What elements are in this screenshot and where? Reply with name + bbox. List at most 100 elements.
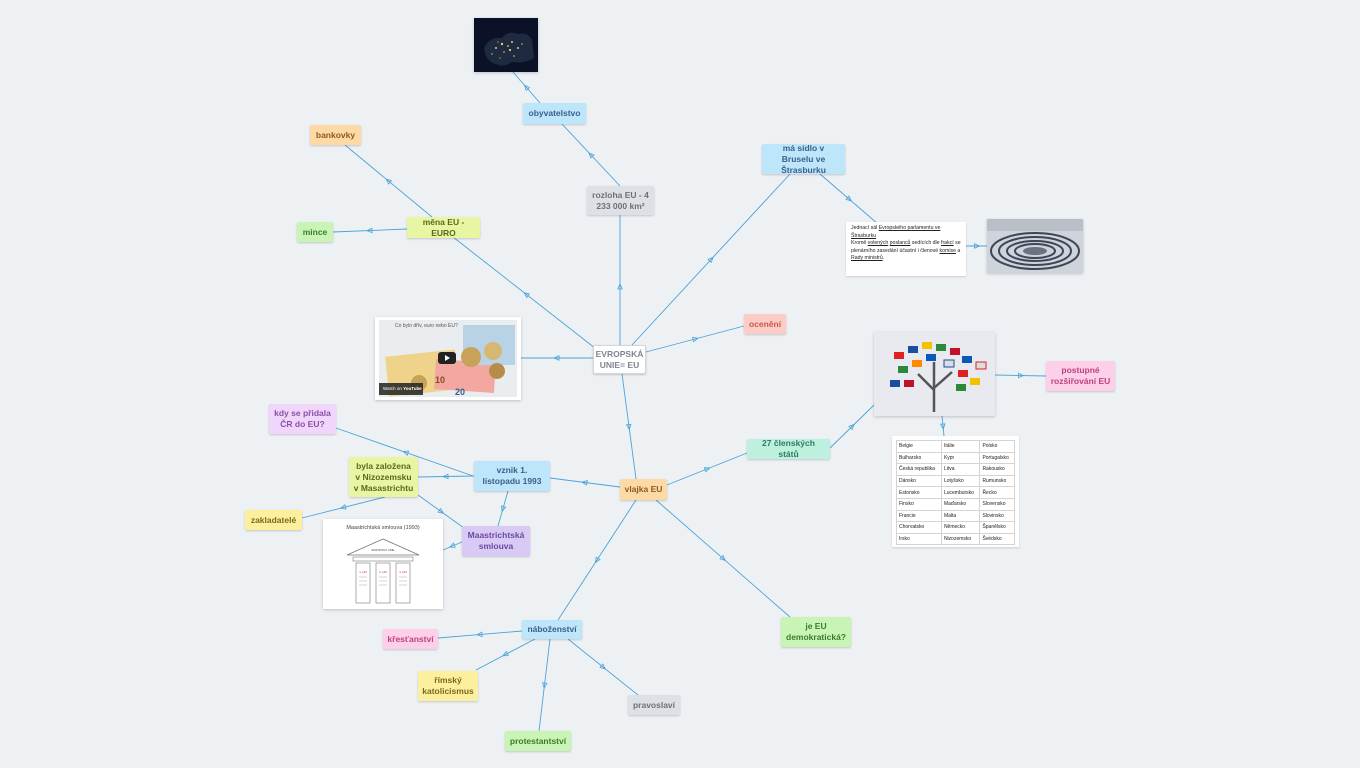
text-fragment: Jednací sál <box>851 225 879 231</box>
watch-on-text: Watch on <box>383 386 402 391</box>
node-kdy-cr[interactable]: kdy se přidala ČR do EU? <box>269 404 336 434</box>
arrow-icon <box>553 355 560 361</box>
node-rimsky[interactable]: římský katolicismus <box>418 671 478 701</box>
connection-line <box>994 374 1047 377</box>
link-frakce[interactable]: frakcí <box>941 240 954 247</box>
country-cell: Chorvatsko <box>896 521 942 534</box>
euro-banknotes-thumbnail: 10 20 <box>379 320 517 397</box>
link-poslanci[interactable]: poslanců <box>889 240 911 247</box>
connection-line <box>561 123 621 187</box>
arrow-icon <box>523 292 531 299</box>
connection-line <box>332 228 408 233</box>
link-rada-ministru[interactable]: Rady ministrů <box>851 255 883 262</box>
node-krestanstvi[interactable]: křesťanství <box>383 629 438 649</box>
arrow-icon <box>617 283 623 290</box>
arrow-icon <box>707 256 714 264</box>
maastricht-treaty-image[interactable]: Maastrichtská smlouva (1993) EVROPSKÁ UN… <box>323 519 443 609</box>
country-cell: Rakousko <box>979 463 1015 476</box>
parliament-hall-image[interactable] <box>987 219 1083 273</box>
country-cell: Francie <box>896 509 942 523</box>
connection-line <box>417 475 475 478</box>
arrow-icon <box>845 195 853 202</box>
link-voleni[interactable]: volených <box>867 240 889 247</box>
country-cell: Bulharsko <box>896 451 942 465</box>
arrow-icon <box>442 473 449 480</box>
node-clenske-staty[interactable]: 27 členských států <box>747 438 830 459</box>
connection-line <box>631 173 791 346</box>
arrow-icon <box>974 243 981 249</box>
node-mince[interactable]: mince <box>297 222 333 242</box>
node-mena[interactable]: měna EU -EURO <box>407 217 480 238</box>
country-cell: Itálie <box>940 440 981 453</box>
connection-line <box>666 452 748 486</box>
europe-night-image[interactable] <box>474 18 538 72</box>
treaty-pillars-icon <box>346 538 420 604</box>
node-demokraticka[interactable]: je EU demokratická? <box>781 617 851 647</box>
link-komise[interactable]: komise <box>939 247 956 254</box>
node-maastricht[interactable]: Maastrichtská smlouva <box>462 526 530 556</box>
node-obyvatelstvo[interactable]: obyvatelstvo <box>523 103 586 124</box>
arrow-icon <box>599 663 607 670</box>
connection-line <box>538 638 551 732</box>
treaty-image-title: Maastrichtská smlouva (1993) <box>346 525 420 531</box>
eu-flags-tree-image[interactable] <box>874 332 995 416</box>
connection-line <box>557 499 637 621</box>
node-nabozenstvi[interactable]: náboženství <box>522 620 582 639</box>
node-vlajka[interactable]: vlajka EU <box>620 479 667 500</box>
arrow-icon <box>594 556 601 564</box>
arrow-icon <box>1018 372 1025 379</box>
node-protestantstvi[interactable]: protestantství <box>505 731 571 751</box>
country-cell: Slovinsko <box>979 509 1015 523</box>
pillar-1-label: 1. pilíř <box>359 570 367 574</box>
svg-text:20: 20 <box>455 387 465 397</box>
connection-line <box>452 236 601 353</box>
connection-line <box>549 477 621 488</box>
arrow-icon <box>500 505 507 513</box>
arrow-icon <box>703 467 711 473</box>
node-sidlo[interactable]: má sídlo v Bruselu ve Štrasburku <box>762 143 845 175</box>
watch-on-label[interactable]: Watch on YouTube <box>383 386 422 391</box>
node-rozloha[interactable]: rozloha EU - 4 233 000 km² <box>587 186 654 215</box>
parliament-description: Jednací sál Evropského parlamentu ve Štr… <box>846 222 966 276</box>
parliament-hall-icon <box>987 219 1083 273</box>
country-cell: Finsko <box>896 497 942 511</box>
node-oceneni[interactable]: ocenění <box>744 314 786 334</box>
country-cell: Polsko <box>979 440 1015 453</box>
video-title: Co bylo dřív, euro nebo EU? <box>395 323 458 329</box>
node-rozsirovani[interactable]: postupné rozšiřování EU <box>1046 361 1115 391</box>
country-cell: Rumunsko <box>979 474 1015 488</box>
country-cell: Litva <box>940 463 981 476</box>
connection-line <box>645 325 745 353</box>
europe-map-icon <box>474 18 538 72</box>
country-cell: Portugalsko <box>979 451 1015 465</box>
node-pravoslavi[interactable]: pravoslaví <box>628 695 680 715</box>
connection-line <box>655 499 791 618</box>
country-cell: Slovensko <box>979 497 1015 511</box>
country-cell: Malta <box>940 509 981 523</box>
node-bankovky[interactable]: bankovky <box>310 125 361 145</box>
country-cell: Belgie <box>896 440 942 453</box>
connection-line <box>417 494 465 529</box>
pillar-2-label: 2. pilíř <box>379 570 387 574</box>
country-cell: Řecko <box>979 486 1015 499</box>
svg-text:10: 10 <box>435 375 445 385</box>
connection-line <box>344 144 433 218</box>
central-node-eu[interactable]: EVROPSKÁ UNIE= EU <box>593 345 646 374</box>
node-zakladatele[interactable]: zakladatelé <box>245 510 302 530</box>
arrow-icon <box>523 84 531 92</box>
arrow-icon <box>437 507 445 514</box>
euro-video[interactable]: 10 20 Co bylo dřív, euro nebo EU? Watch … <box>375 317 521 400</box>
link-parliament[interactable]: Evropského parlamentu ve Štrasburku <box>851 225 941 239</box>
youtube-logo-text: YouTube <box>403 386 422 391</box>
node-zalozena[interactable]: byla založena v Nizozemsku v Masastricht… <box>349 457 418 497</box>
country-cell: Švédsko <box>979 532 1015 546</box>
node-vznik[interactable]: vznik 1. listopadu 1993 <box>474 461 550 491</box>
connection-line <box>301 496 386 519</box>
